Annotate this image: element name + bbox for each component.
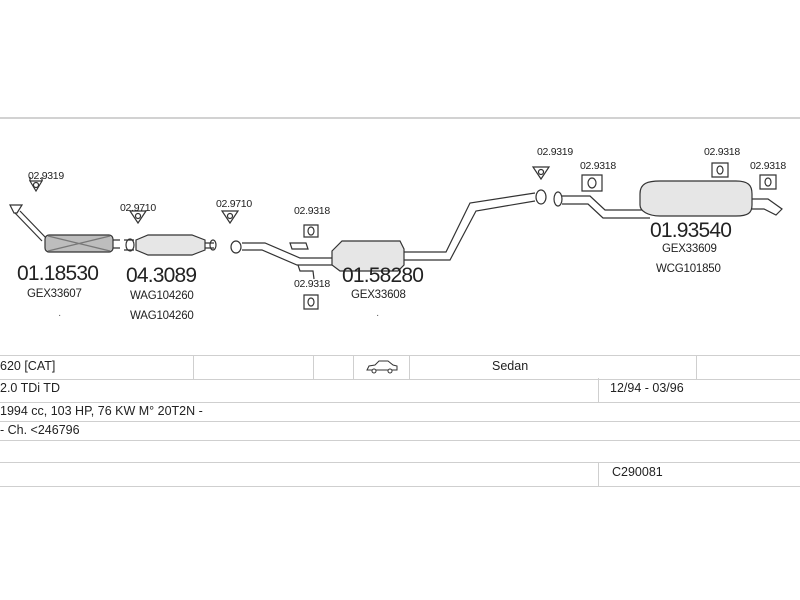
oem-code: WAG104260 <box>130 290 194 302</box>
cell-divider <box>598 378 599 402</box>
bracket-02-9318-c[interactable] <box>581 174 603 192</box>
engine-specs: 1994 cc, 103 HP, 76 KW M° 20T2N - <box>0 404 203 418</box>
part-number[interactable]: 04.3089 <box>126 264 197 287</box>
car-outline <box>366 360 398 374</box>
intermediate-pipe-2[interactable] <box>230 240 335 280</box>
bracket-02-9319-a[interactable] <box>28 177 44 193</box>
bracket-02-9319-b[interactable] <box>531 166 551 181</box>
bracket-label: 02.9318 <box>294 278 330 290</box>
dot-marker: · <box>58 310 62 321</box>
bracket-label: 02.9318 <box>750 160 786 172</box>
oem-code: GEX33609 <box>662 243 717 255</box>
model-name: 620 [CAT] <box>0 359 56 373</box>
part-number[interactable]: 01.93540 <box>650 219 732 242</box>
exhaust-drawing <box>9 162 783 310</box>
cell-divider <box>409 356 410 379</box>
bracket-02-9318-a[interactable] <box>303 224 319 238</box>
bracket-label: 02.9318 <box>704 146 740 158</box>
bracket-label: 02.9710 <box>216 198 252 210</box>
center-muffler[interactable] <box>331 189 547 272</box>
oem-code: GEX33607 <box>27 288 82 300</box>
bracket-02-9318-e[interactable] <box>759 174 777 190</box>
bracket-02-9318-b[interactable] <box>303 294 319 310</box>
vehicle-row-chassis: - Ch. <246796 <box>0 421 800 441</box>
cell-divider <box>353 356 354 379</box>
cell-divider <box>598 462 599 486</box>
chassis-range: - Ch. <246796 <box>0 423 80 437</box>
vehicle-row-catalog: C290081 <box>0 462 800 487</box>
bracket-label: 02.9318 <box>294 205 330 217</box>
vehicle-row-model: 620 [CAT] Sedan <box>0 355 800 380</box>
production-dates: 12/94 - 03/96 <box>610 381 684 395</box>
body-type: Sedan <box>492 359 529 373</box>
bracket-label: 02.9710 <box>120 202 156 214</box>
oem-code: WAG104260 <box>130 310 194 322</box>
catalog-code[interactable]: C290081 <box>612 465 663 479</box>
oem-code: WCG101850 <box>656 263 721 275</box>
oem-code: GEX33608 <box>351 289 406 301</box>
cell-divider <box>313 356 314 379</box>
bracket-label: 02.9318 <box>580 160 616 172</box>
bracket-02-9318-d[interactable] <box>711 162 729 178</box>
bracket-02-9710-b[interactable] <box>220 210 240 225</box>
vehicle-row-empty <box>0 440 800 463</box>
bracket-label: 02.9319 <box>537 146 573 158</box>
rear-silencer[interactable] <box>553 180 783 219</box>
part-number[interactable]: 01.18530 <box>17 262 99 285</box>
engine-type: 2.0 TDi TD <box>0 381 60 395</box>
top-divider <box>0 117 800 119</box>
bracket-label: 02.9319 <box>28 170 64 182</box>
cell-divider <box>193 356 194 379</box>
part-number[interactable]: 01.58280 <box>342 264 424 287</box>
vehicle-row-specs: 1994 cc, 103 HP, 76 KW M° 20T2N - <box>0 402 800 422</box>
cell-divider <box>696 356 697 379</box>
exhaust-diagram: 02.9319 01.18530 GEX33607 · 02.9710 04.3… <box>0 119 800 355</box>
vehicle-row-engine: 2.0 TDi TD 12/94 - 03/96 <box>0 378 800 403</box>
intermediate-pipe-1[interactable] <box>124 234 217 256</box>
front-pipe[interactable] <box>9 204 120 253</box>
sedan-car-icon <box>366 360 398 377</box>
bracket-02-9710-a[interactable] <box>128 210 148 225</box>
dot-marker: · <box>376 310 380 321</box>
